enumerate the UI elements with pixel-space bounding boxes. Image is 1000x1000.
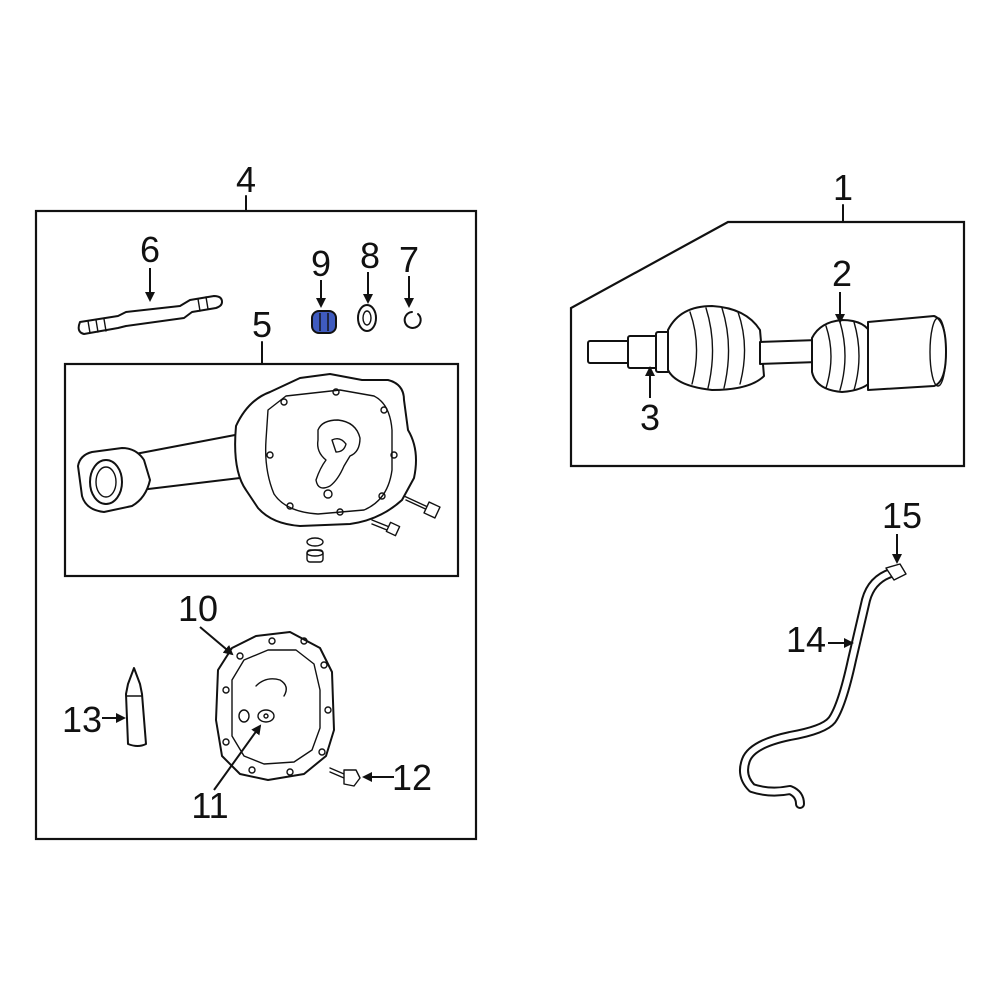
callout-2: 2 [832, 253, 852, 294]
axle-housing-drawing [77, 373, 441, 563]
callout-1: 1 [833, 167, 853, 208]
callout-4: 4 [236, 159, 256, 200]
bolt-part-12: 12 [329, 757, 432, 798]
seal-highlight [311, 310, 337, 334]
callout-9: 9 [311, 243, 331, 284]
callout-7: 7 [399, 239, 419, 280]
diff-cover-part-10: 10 [178, 588, 335, 781]
callout-11: 11 [191, 785, 228, 826]
washer-part-8: 8 [357, 235, 380, 332]
snap-ring-part-7: 7 [399, 239, 422, 329]
callout-8: 8 [360, 235, 380, 276]
seal-part-9: 9 [311, 243, 337, 334]
assembly-box-4: 4 [34, 159, 478, 841]
callout-15: 15 [882, 495, 922, 536]
vent-fitting-part-15: 15 [882, 495, 922, 581]
callout-5: 5 [252, 304, 272, 345]
cv-axle-drawing: 2 3 [587, 253, 947, 438]
callout-10: 10 [178, 588, 218, 629]
fill-plug-part-11: 11 [191, 709, 275, 826]
housing-box-5: 5 [63, 304, 460, 578]
vent-hose-part-14: 14 [739, 567, 899, 809]
callout-3: 3 [640, 397, 660, 438]
axle-shaft-part-6: 6 [77, 229, 223, 335]
callout-13: 13 [62, 699, 102, 740]
assembly-box-1: 1 [569, 167, 966, 468]
callout-14: 14 [786, 619, 826, 660]
callout-12: 12 [392, 757, 432, 798]
callout-6: 6 [140, 229, 160, 270]
sealant-tube-part-13: 13 [62, 667, 147, 747]
